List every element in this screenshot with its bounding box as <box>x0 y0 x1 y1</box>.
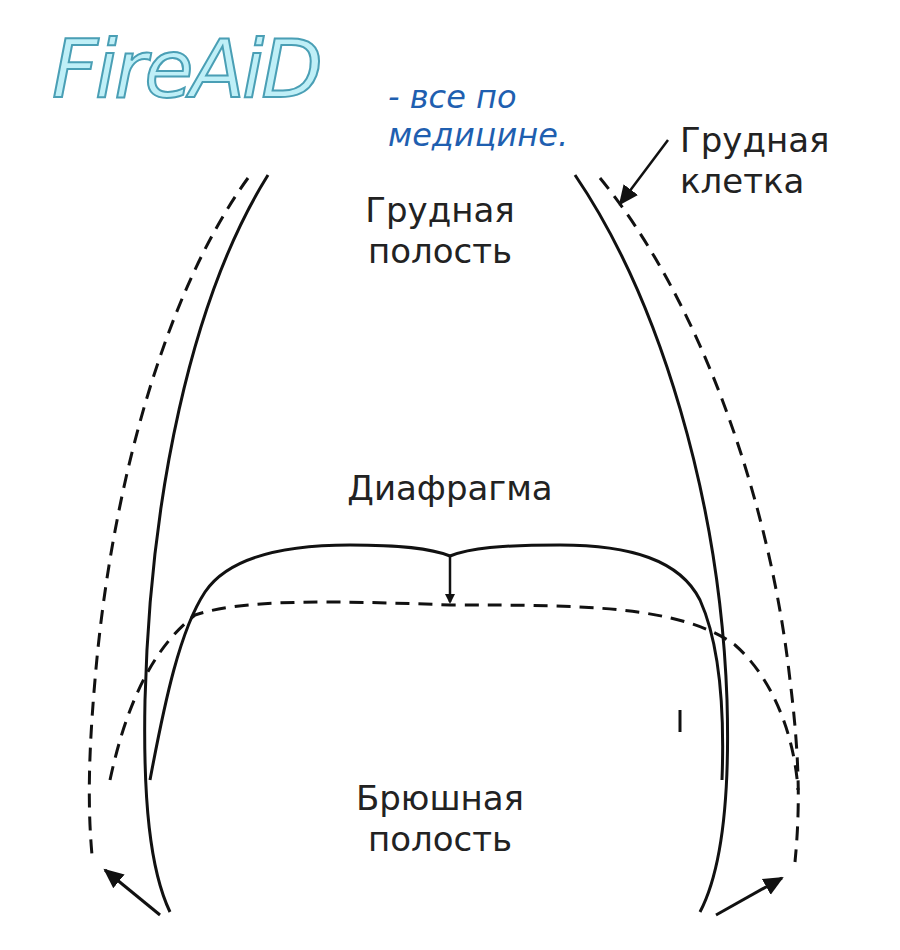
diaphragm-inhale <box>110 602 798 790</box>
chest-wall-inhale <box>89 178 248 855</box>
chest-wall-exhale <box>145 175 268 912</box>
leader-arrow <box>620 140 668 204</box>
part-label: Грудная клетка <box>680 120 865 202</box>
diaphragm-exhale <box>150 545 723 780</box>
diaphragm-arrow <box>449 556 452 602</box>
watermark: - все по медицине. <box>388 78 618 155</box>
expansion-arrow <box>105 870 160 915</box>
expansion-arrow <box>716 878 782 915</box>
watermark: FireAiD <box>52 22 392 118</box>
region-label: Грудная полость <box>330 190 550 272</box>
tick-mark <box>679 710 682 732</box>
part-label: Диафрагма <box>320 468 580 509</box>
chest-wall-exhale <box>575 175 728 912</box>
region-label: Брюшная полость <box>320 778 560 860</box>
chest-wall-inhale <box>600 178 798 862</box>
